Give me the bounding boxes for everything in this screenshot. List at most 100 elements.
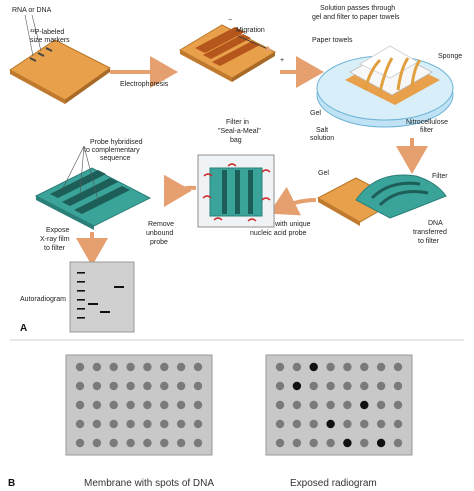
dna-spot — [376, 381, 386, 391]
hybridised-spot — [376, 438, 386, 448]
salt-label-1: Salt — [316, 127, 328, 134]
sponge-label: Sponge — [438, 53, 462, 60]
dna-spot — [126, 438, 135, 448]
dna-spot — [109, 438, 118, 448]
dna-spot — [143, 419, 152, 429]
blotting-tray — [316, 45, 454, 128]
arrow-to-bag — [268, 186, 317, 216]
dna-spot — [343, 400, 352, 410]
dna-spot — [75, 362, 85, 372]
solution-label-1: Solution passes through — [320, 5, 395, 12]
rna-dna-label: RNA or DNA — [12, 7, 52, 57]
dna-spot — [126, 419, 135, 429]
arrow-to-probed-filter — [164, 174, 197, 207]
nitro-label-1: Nitrocellulose — [406, 119, 448, 126]
probe-label: Probe hybridised to complementary sequen… — [61, 139, 143, 201]
dna-spot — [75, 381, 85, 391]
size-markers-label: ³²P-labeled size markers — [30, 29, 70, 44]
dna-label-3: to filter — [418, 238, 440, 245]
dna-spot — [109, 362, 118, 372]
minus-sign: − — [228, 17, 232, 24]
radiogram-panel — [265, 354, 413, 456]
expose-label-3: to filter — [44, 245, 66, 252]
panel-a-label: A — [20, 323, 27, 334]
svg-text:³²P-labeled: ³²P-labeled — [30, 29, 64, 36]
dna-spot — [75, 400, 85, 410]
gel-loading — [9, 39, 111, 104]
dna-spot — [176, 381, 186, 391]
dna-spot — [92, 419, 102, 429]
dna-spot — [143, 400, 152, 410]
seal-label-2: "Seal-a-Meal" — [218, 128, 261, 135]
solution-label-2: gel and filter to paper towels — [312, 14, 400, 21]
dna-spot — [176, 400, 186, 410]
gel-filter-peel — [316, 174, 447, 226]
dna-spot — [292, 419, 302, 429]
dna-spot — [393, 362, 403, 372]
dna-spot — [75, 438, 85, 448]
radiogram-caption: Exposed radiogram — [290, 478, 377, 489]
svg-text:size markers: size markers — [30, 37, 70, 44]
migration-label: Migration — [236, 27, 265, 34]
dna-spot — [160, 419, 169, 429]
dna-spot — [193, 381, 203, 391]
hybridise-label-2: nucleic acid probe — [250, 230, 307, 237]
salt-label-2: solution — [310, 135, 334, 142]
autoradiogram-film — [69, 261, 135, 333]
dna-spot — [92, 438, 102, 448]
dna-spot — [326, 400, 335, 410]
dna-spot — [176, 438, 186, 448]
hybridised-spot — [343, 438, 352, 448]
dna-spot — [343, 419, 352, 429]
dna-spot — [193, 438, 203, 448]
dna-spot — [193, 362, 203, 372]
gel-label-right: Gel — [318, 170, 329, 177]
dna-spot — [160, 400, 169, 410]
seal-label-1: Filter in — [226, 119, 249, 126]
membrane-panel — [65, 354, 213, 456]
dna-spot — [326, 381, 335, 391]
dna-spot — [275, 381, 285, 391]
gel-label-top: Gel — [310, 110, 321, 117]
dna-spot — [376, 419, 386, 429]
dna-spot — [193, 400, 203, 410]
seal-a-meal-bag — [197, 154, 275, 228]
svg-text:RNA or DNA: RNA or DNA — [12, 7, 52, 14]
nitro-label-2: filter — [420, 127, 434, 134]
dna-spot — [292, 400, 302, 410]
hybridised-spot — [292, 381, 302, 391]
svg-text:sequence: sequence — [100, 155, 130, 162]
dna-spot — [275, 419, 285, 429]
probed-filter — [34, 167, 152, 230]
dna-spot — [176, 419, 186, 429]
dna-spot — [92, 400, 102, 410]
svg-text:to complementary: to complementary — [84, 147, 140, 154]
svg-text:Probe hybridised: Probe hybridised — [90, 139, 143, 146]
remove-label-1: Remove — [148, 221, 174, 228]
dna-spot — [360, 419, 369, 429]
filter-label: Filter — [432, 173, 448, 180]
dna-spot — [160, 381, 169, 391]
remove-label-3: probe — [150, 239, 168, 246]
hybridised-spot — [360, 400, 369, 410]
dna-spot — [275, 362, 285, 372]
membrane-caption: Membrane with spots of DNA — [84, 478, 214, 489]
dna-spot — [143, 381, 152, 391]
dna-label-1: DNA — [428, 220, 443, 227]
electrophoresed-gel — [178, 24, 277, 82]
dna-spot — [326, 362, 335, 372]
dna-spot — [92, 381, 102, 391]
dna-spot — [160, 438, 169, 448]
dna-spot — [143, 362, 152, 372]
dna-spot — [343, 381, 352, 391]
dna-spot — [393, 419, 403, 429]
dna-spot — [126, 362, 135, 372]
dna-spot — [193, 419, 203, 429]
dna-label-2: transferred — [413, 229, 447, 236]
panel-b-label: B — [8, 478, 15, 489]
membrane-spots — [75, 362, 203, 448]
expose-label-2: X-ray film — [40, 236, 70, 243]
remove-label-2: unbound — [146, 230, 173, 237]
dna-spot — [360, 362, 369, 372]
